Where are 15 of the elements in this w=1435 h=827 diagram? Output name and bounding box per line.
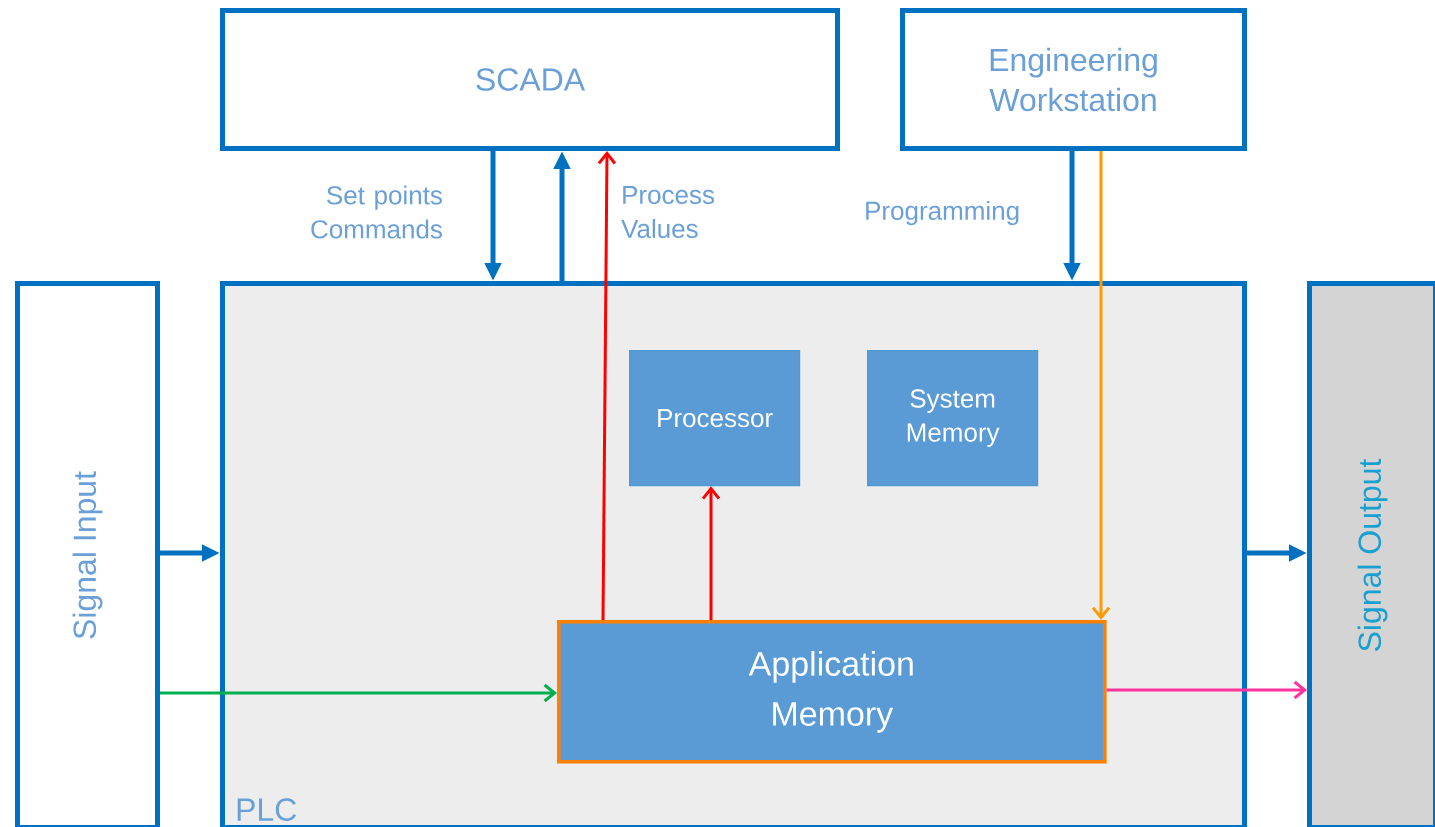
arrow xyxy=(597,151,617,621)
edge-label: Set points Commands xyxy=(311,185,442,239)
edge-label: Process Values xyxy=(621,185,715,239)
arrow xyxy=(160,683,557,703)
signal-box: Signal Input xyxy=(15,281,160,827)
system-box: Engineering Workstation xyxy=(900,8,1247,151)
arrow xyxy=(1106,680,1307,700)
arrow xyxy=(1091,151,1111,620)
component-box: Processor xyxy=(629,350,801,487)
memory-box: Application Memory xyxy=(557,620,1107,764)
system-box: SCADA xyxy=(220,8,840,151)
component-box: System Memory xyxy=(867,350,1039,487)
arrow xyxy=(701,486,721,620)
edge-label: Programming xyxy=(866,200,1019,226)
signal-box: Signal Output xyxy=(1307,281,1435,827)
